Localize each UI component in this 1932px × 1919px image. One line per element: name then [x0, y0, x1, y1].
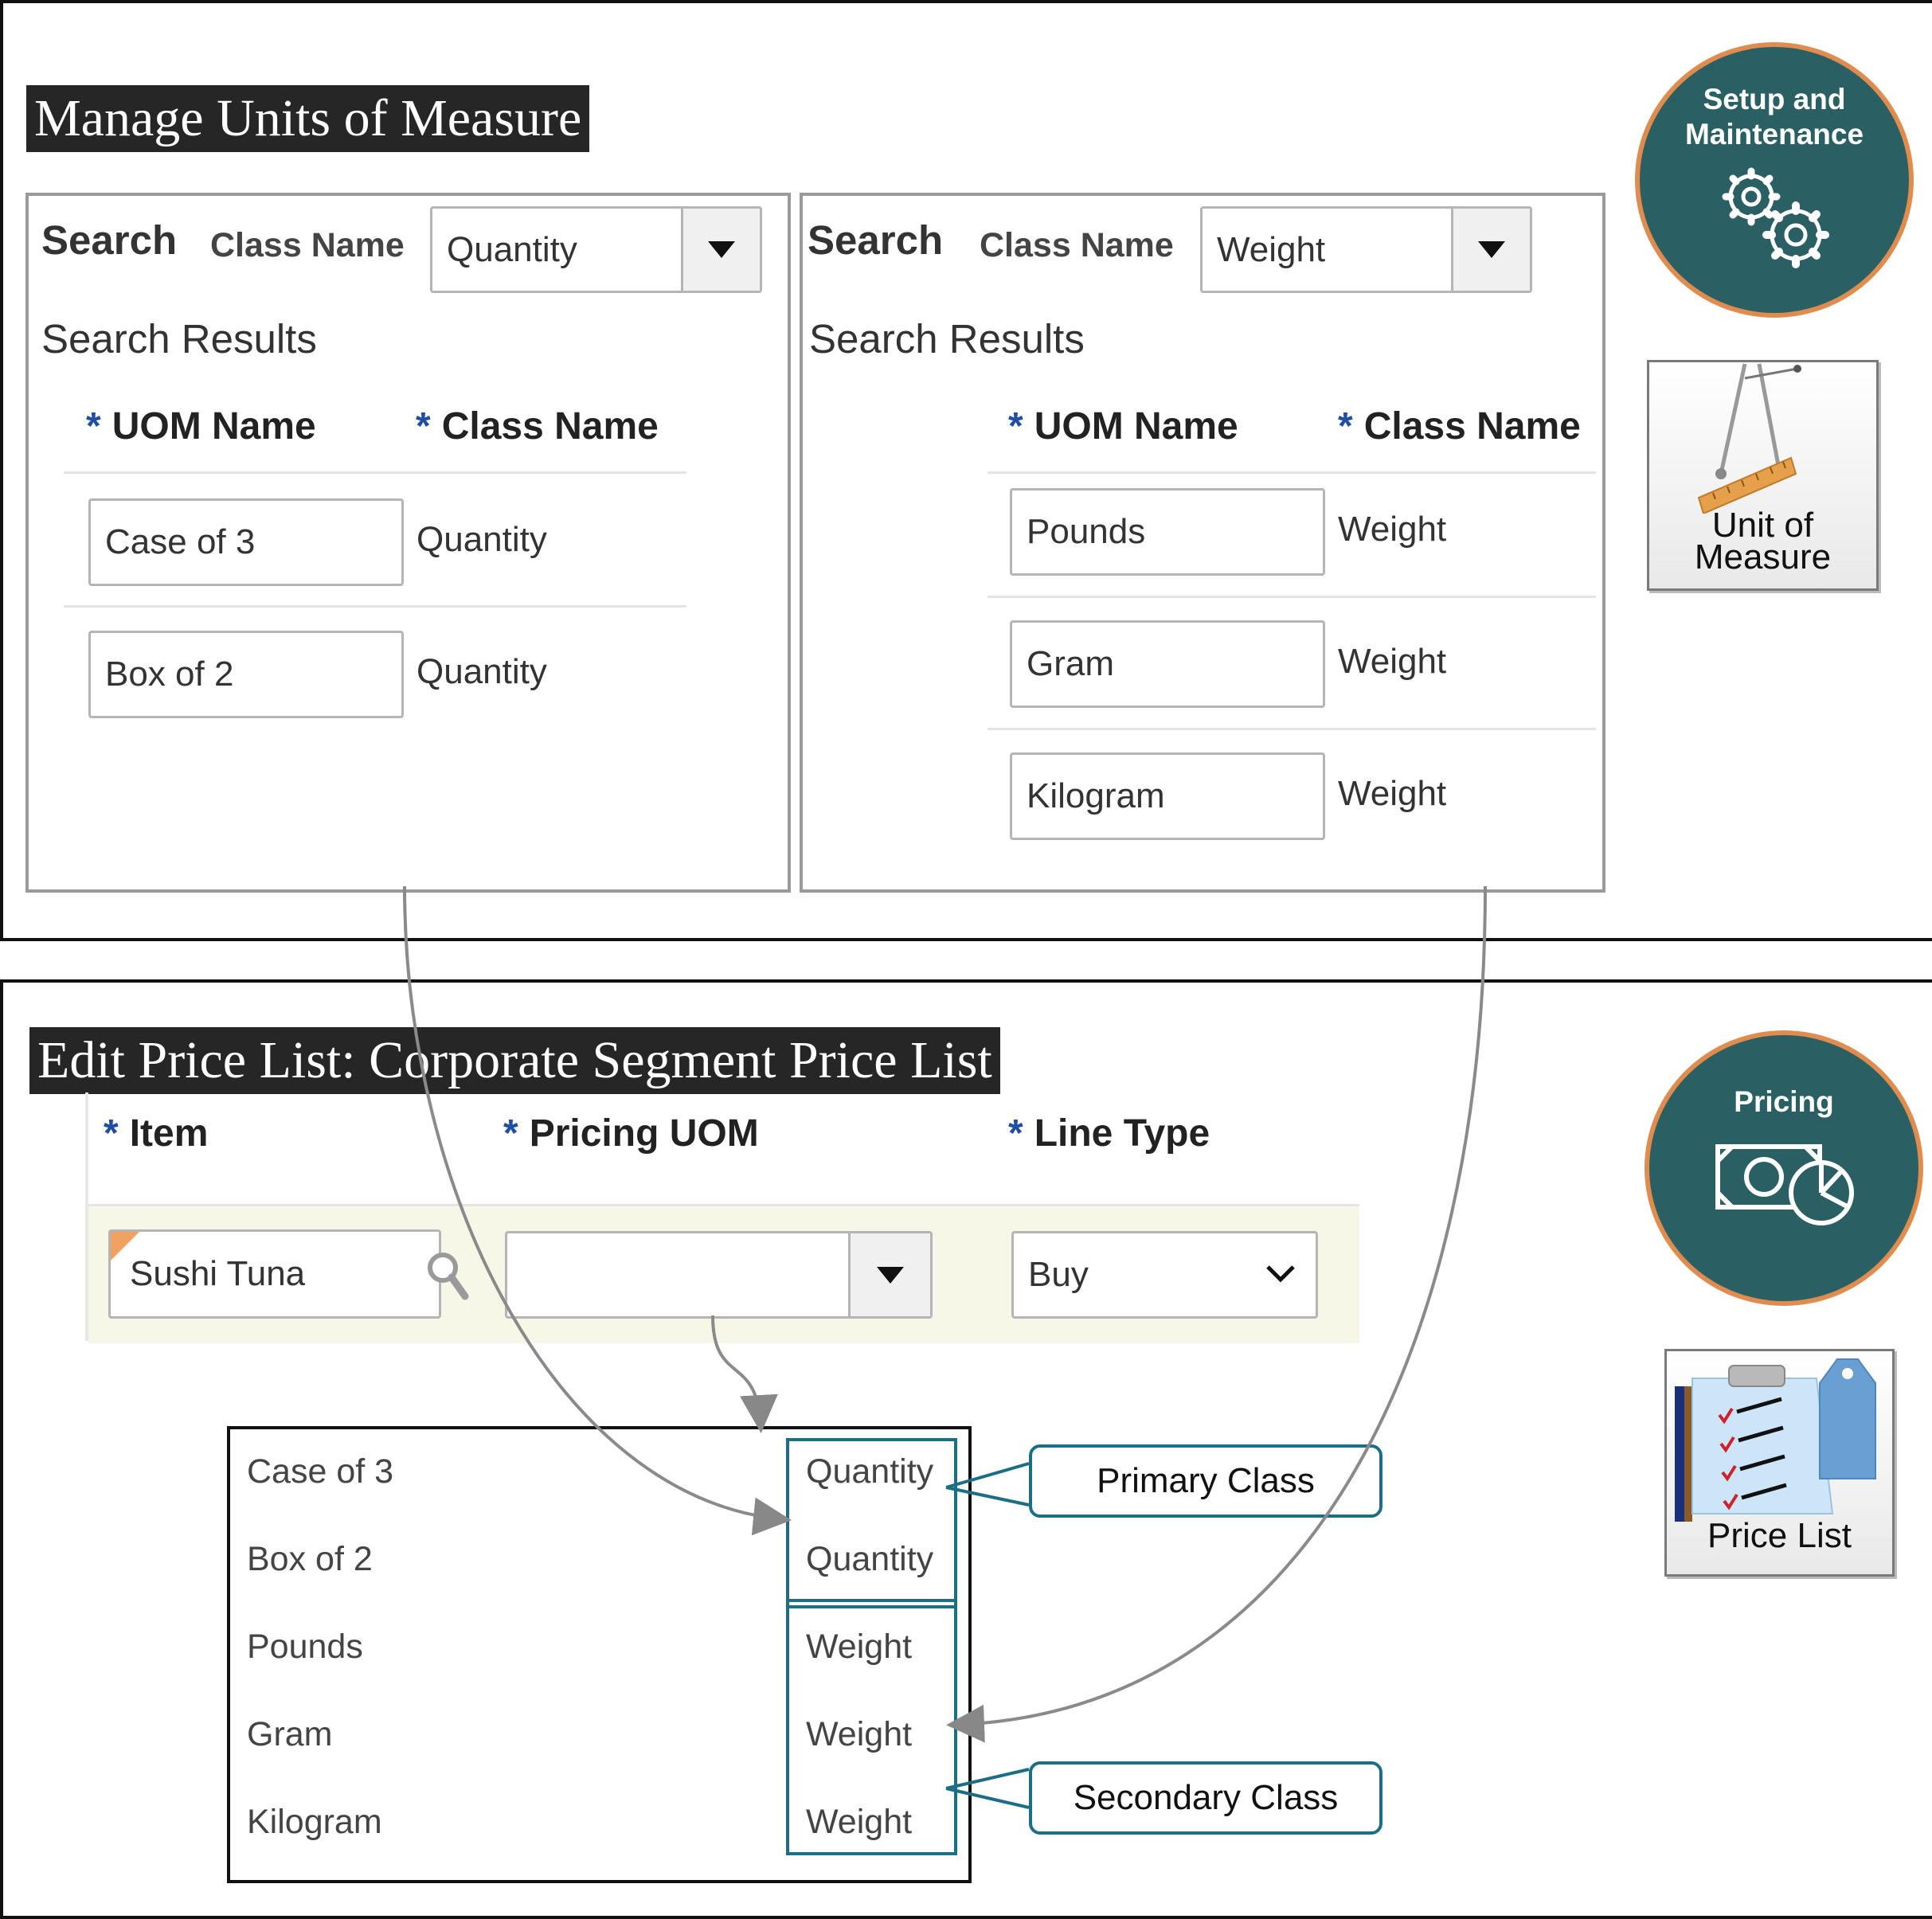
pricing-uom-dropdown-list — [227, 1426, 972, 1883]
list-item-class: Weight — [806, 1715, 913, 1753]
primary-callout-pointer — [945, 1462, 1030, 1507]
price-list-tile[interactable]: Price List — [1664, 1349, 1895, 1577]
class-name-header-label: Class Name — [441, 405, 659, 448]
unit-of-measure-tile[interactable]: Unit of Measure — [1647, 360, 1879, 591]
row-divider — [988, 728, 1596, 730]
list-item-class: Weight — [806, 1628, 913, 1666]
uom-name-header: * UOM Name — [1008, 405, 1238, 448]
uom-name-input[interactable]: Case of 3 — [88, 498, 404, 586]
pricing-badge: Pricing — [1645, 1030, 1923, 1306]
page-title: Edit Price List: Corporate Segment Price… — [29, 1027, 1000, 1094]
scale-ruler-icon — [1697, 363, 1801, 514]
required-star: * — [104, 1112, 119, 1155]
required-star: * — [86, 405, 101, 448]
required-star: * — [1008, 1112, 1023, 1155]
badge-label: Setup and Maintenance — [1684, 83, 1864, 150]
primary-class-callout: Primary Class — [1029, 1444, 1383, 1518]
required-star: * — [1338, 405, 1353, 448]
search-results-heading: Search Results — [41, 316, 317, 362]
class-name-header: *Class Name — [416, 405, 659, 448]
list-item[interactable]: Box of 2 — [247, 1540, 373, 1578]
secondary-class-callout: Secondary Class — [1029, 1761, 1383, 1835]
setup-maintenance-badge: Setup and Maintenance — [1635, 42, 1914, 318]
item-input[interactable]: Sushi Tuna — [108, 1229, 441, 1319]
weight-connector — [946, 885, 1487, 1743]
class-name-label: Class Name — [980, 226, 1174, 264]
list-item[interactable]: Kilogram — [247, 1803, 382, 1841]
header-divider — [64, 471, 686, 474]
class-name-cell: Weight — [1338, 510, 1447, 549]
list-item[interactable]: Case of 3 — [247, 1452, 394, 1491]
list-item[interactable]: Gram — [247, 1715, 333, 1753]
item-header: *Item — [104, 1112, 208, 1155]
tile-label: Unit of Measure — [1694, 506, 1832, 576]
line-type-header: * Line Type — [1008, 1112, 1210, 1155]
row-divider — [988, 596, 1596, 598]
required-star: * — [416, 405, 431, 448]
class-name-select[interactable]: Quantity — [430, 206, 762, 293]
uom-name-input[interactable]: Kilogram — [1010, 752, 1325, 840]
item-value: Sushi Tuna — [130, 1254, 306, 1293]
uom-name-input[interactable]: Pounds — [1010, 488, 1325, 576]
header-divider — [988, 471, 1596, 474]
class-name-cell: Quantity — [417, 652, 547, 691]
class-name-header: *Class Name — [1338, 405, 1581, 448]
list-item-class: Quantity — [806, 1540, 934, 1578]
dropdown-connector — [711, 1315, 778, 1433]
tile-label: Price List — [1707, 1516, 1852, 1555]
line-type-value: Buy — [1028, 1255, 1089, 1294]
secondary-callout-pointer — [945, 1768, 1030, 1809]
uom-name-header-label: UOM Name — [111, 405, 316, 448]
dropdown-arrow-icon[interactable] — [1451, 209, 1530, 291]
page-title: Manage Units of Measure — [26, 85, 590, 152]
row-divider — [64, 605, 686, 608]
uom-name-input[interactable]: Gram — [1010, 620, 1325, 708]
list-item-class: Weight — [806, 1803, 913, 1841]
gears-icon — [1722, 167, 1829, 268]
uom-name-input[interactable]: Box of 2 — [88, 631, 404, 718]
quantity-connector — [403, 885, 792, 1536]
search-results-heading: Search Results — [809, 316, 1085, 362]
class-name-header-label: Class Name — [1363, 405, 1581, 448]
uom-name-header-label: UOM Name — [1034, 405, 1238, 448]
pricing-uom-select[interactable] — [505, 1231, 933, 1319]
required-star: * — [1008, 405, 1023, 448]
uom-name-header: *UOM Name — [86, 405, 316, 448]
class-name-cell: Weight — [1338, 774, 1447, 813]
money-chart-icon — [1715, 1144, 1854, 1225]
quantity-search-panel — [25, 193, 791, 893]
item-header-label: Item — [129, 1112, 209, 1155]
search-icon[interactable] — [425, 1250, 470, 1303]
line-type-header-label: Line Type — [1034, 1112, 1210, 1155]
search-label: Search — [808, 217, 944, 263]
chevron-down-icon[interactable] — [1265, 1264, 1296, 1284]
clipboard-tag-icon — [1675, 1358, 1876, 1522]
class-name-cell: Weight — [1338, 642, 1447, 681]
pricing-uom-header-label: Pricing UOM — [529, 1112, 759, 1155]
line-type-select[interactable]: Buy — [1011, 1231, 1318, 1319]
dropdown-arrow-icon[interactable] — [681, 209, 760, 291]
pricing-uom-header: * Pricing UOM — [503, 1112, 759, 1155]
table-left-border — [85, 1092, 88, 1341]
list-item[interactable]: Pounds — [247, 1628, 363, 1666]
class-name-select[interactable]: Weight — [1200, 206, 1532, 293]
class-name-value: Weight — [1217, 229, 1326, 269]
dropdown-arrow-icon[interactable] — [848, 1233, 930, 1316]
changed-flag-icon — [111, 1232, 139, 1260]
badge-label: Pricing — [1734, 1085, 1834, 1118]
list-item-class: Quantity — [806, 1452, 934, 1491]
class-name-cell: Quantity — [417, 520, 547, 559]
class-name-value: Quantity — [447, 229, 577, 269]
required-star: * — [503, 1112, 518, 1155]
search-label: Search — [41, 217, 178, 263]
class-name-label: Class Name — [210, 226, 405, 264]
